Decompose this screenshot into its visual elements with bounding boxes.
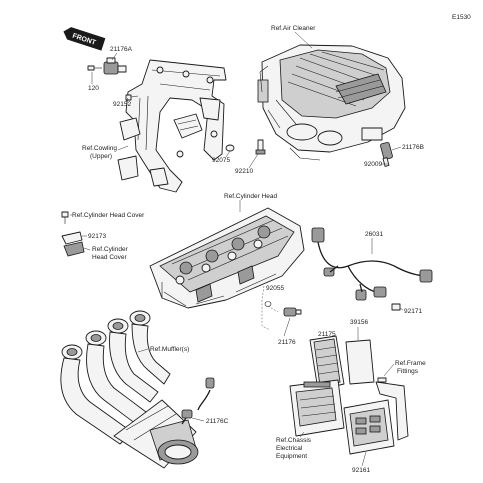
o-ring-92055 <box>264 301 272 307</box>
label-39156: 39156 <box>350 319 368 326</box>
exhaust-headers <box>60 310 199 469</box>
label-92075: 92075 <box>212 157 230 164</box>
sensor-21176a <box>103 57 127 75</box>
sensor-21176 <box>283 307 302 317</box>
bracket-92173 <box>61 231 85 257</box>
ecu-21175 <box>309 335 345 391</box>
front-arrow-icon: FRONT <box>63 27 106 51</box>
cylinder-head <box>149 207 305 309</box>
sensor-21176c <box>181 377 215 425</box>
label-92152: 92152 <box>113 101 131 108</box>
pad-39156 <box>345 339 375 385</box>
label-26031: 26031 <box>365 231 383 238</box>
label-ref-cyl-head-cover: Ref.Cylinder Head Cover <box>72 212 145 219</box>
label-ref-frame-2: Fittings <box>397 368 419 375</box>
ecu-bracket-92161 <box>343 377 409 455</box>
label-ref-air-cleaner: Ref.Air Cleaner <box>271 25 316 32</box>
diagram-code: E1530 <box>452 14 471 21</box>
clamp-92171 <box>391 303 401 311</box>
label-120: 120 <box>88 85 99 92</box>
label-92055: 92055 <box>266 285 284 292</box>
label-21176b: 21176B <box>402 144 424 151</box>
grommet-92075 <box>225 144 235 152</box>
label-92173: 92173 <box>88 233 106 240</box>
label-92210: 92210 <box>235 168 253 175</box>
label-21176c: 21176C <box>206 418 229 425</box>
label-ref-cyl-1: Ref.Cylinder <box>92 246 129 253</box>
air-cleaner-group <box>257 44 406 161</box>
collar-92210 <box>255 139 266 155</box>
label-21176: 21176 <box>278 339 296 346</box>
sensor-21176b <box>380 142 393 167</box>
bolt-92152 <box>125 94 139 101</box>
chassis-electrical-box <box>289 379 345 437</box>
cowling-stay-bracket <box>117 59 227 193</box>
bolt-120 <box>87 65 102 71</box>
label-21176a: 21176A <box>110 46 133 53</box>
bolt-head-cover <box>61 211 69 224</box>
sub-harness-26031 <box>311 227 433 301</box>
label-ref-cyl-2: Head Cover <box>92 254 128 261</box>
label-21175: 21175 <box>318 331 336 338</box>
label-ref-cowling-2: (Upper) <box>90 153 112 160</box>
label-ref-muffler: Ref.Muffler(s) <box>150 346 189 353</box>
label-ref-chassis-3: Equipment <box>276 453 307 460</box>
label-92161: 92161 <box>352 467 370 474</box>
label-ref-frame-1: Ref.Frame <box>395 360 426 367</box>
label-92009: 92009 <box>364 161 382 168</box>
label-ref-cylinder-head: Ref.Cylinder Head <box>224 193 277 200</box>
label-ref-cowling-1: Ref.Cowling <box>82 145 117 152</box>
label-ref-chassis-2: Electrical <box>276 445 303 452</box>
label-92171: 92171 <box>404 308 422 315</box>
label-ref-chassis-1: Ref.Chassis <box>276 437 312 444</box>
